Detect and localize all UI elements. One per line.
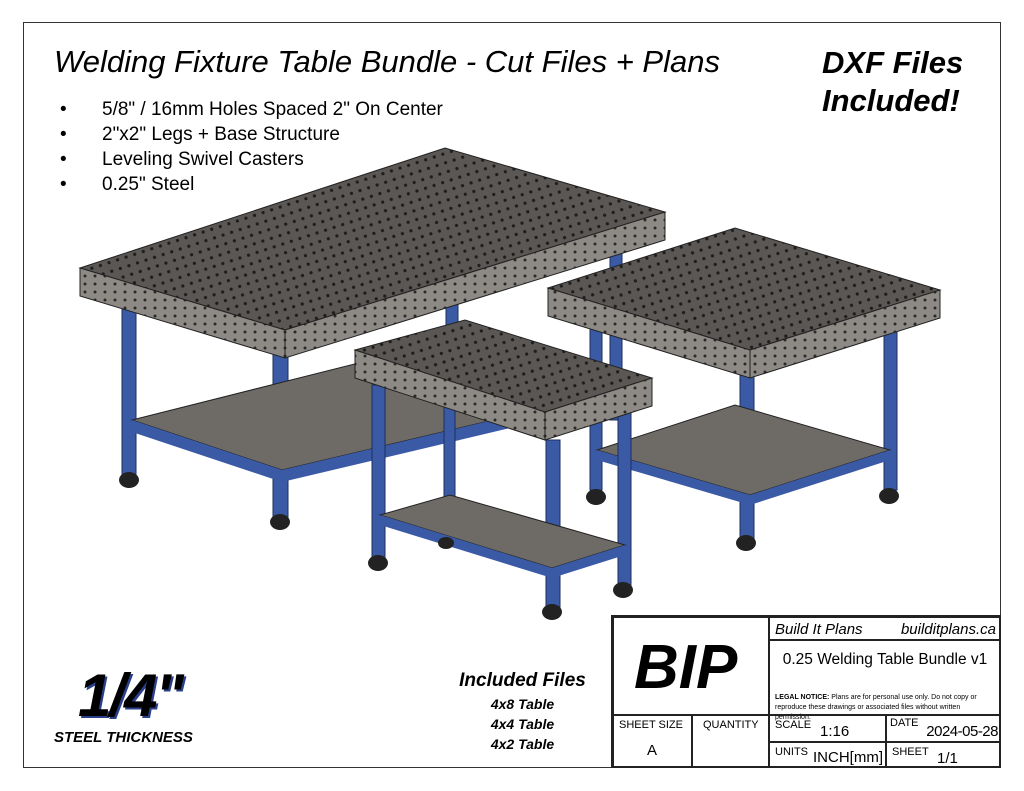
sheet-size-label: SHEET SIZE [619, 719, 683, 731]
units-label: UNITS [775, 746, 808, 758]
table-4x2 [353, 319, 654, 620]
scale-label: SCALE [775, 719, 812, 731]
file-item: 4x4 Table [490, 716, 555, 732]
sheet-value: 1/1 [937, 750, 958, 767]
scale-value: 1:16 [820, 723, 850, 740]
drawing-title: 0.25 Welding Table Bundle v1 [782, 651, 988, 668]
feature-item: 0.25" Steel [60, 172, 443, 197]
included-files-heading: Included Files [459, 670, 586, 691]
page-title: Welding Fixture Table Bundle - Cut Files… [54, 44, 720, 79]
file-item: 4x2 Table [490, 736, 555, 752]
date-cell: DATE 2024-05-28 [886, 715, 1001, 742]
bip-logo: BIP [634, 633, 738, 702]
included-files: Included Files 4x8 Table 4x4 Table 4x2 T… [440, 670, 605, 754]
feature-item: Leveling Swivel Casters [60, 147, 443, 172]
sheet-size-value: A [647, 742, 658, 759]
dxf-badge: DXF Files Included! [822, 44, 963, 120]
company-cell: Build It Plans builditplans.ca [769, 617, 1001, 640]
drawing-title-cell: 0.25 Welding Table Bundle v1 LEGAL NOTIC… [769, 640, 1001, 721]
company-name: Build It Plans [775, 621, 863, 638]
dxf-badge-line2: Included! [822, 83, 960, 118]
file-item: 4x8 Table [490, 696, 555, 712]
feature-list: 5/8" / 16mm Holes Spaced 2" On Center 2"… [60, 97, 443, 197]
quantity-cell: QUANTITY [692, 715, 769, 768]
dxf-badge-line1: DXF Files [822, 45, 964, 80]
thickness-value: 1/4" [78, 662, 184, 729]
legal-notice: LEGAL NOTICE: Plans are for personal use… [775, 693, 996, 723]
logo-cell: BIP [613, 617, 769, 715]
title-block: BIP Build It Plans builditplans.ca 0.25 … [611, 615, 1001, 768]
table-4x4 [546, 227, 942, 551]
units-value: INCH[mm] [813, 749, 883, 766]
legal-text: Plans are for personal use only. Do not … [775, 694, 977, 721]
sheet-size-cell: SHEET SIZE A [613, 715, 692, 768]
feature-item: 2"x2" Legs + Base Structure [60, 122, 443, 147]
quantity-label: QUANTITY [703, 719, 759, 731]
website: builditplans.ca [900, 621, 996, 638]
legal-label: LEGAL NOTICE: [775, 694, 830, 701]
sheet-label: SHEET [892, 746, 929, 758]
scale-cell: SCALE 1:16 [769, 715, 886, 742]
date-label: DATE [890, 717, 919, 729]
sheet-cell: SHEET 1/1 [886, 742, 1001, 768]
units-cell: UNITS INCH[mm] [769, 742, 886, 768]
drawing-frame [23, 22, 1001, 768]
feature-item: 5/8" / 16mm Holes Spaced 2" On Center [60, 97, 443, 122]
date-value: 2024-05-28 [926, 723, 998, 740]
thickness-label: STEEL THICKNESS [54, 729, 193, 746]
